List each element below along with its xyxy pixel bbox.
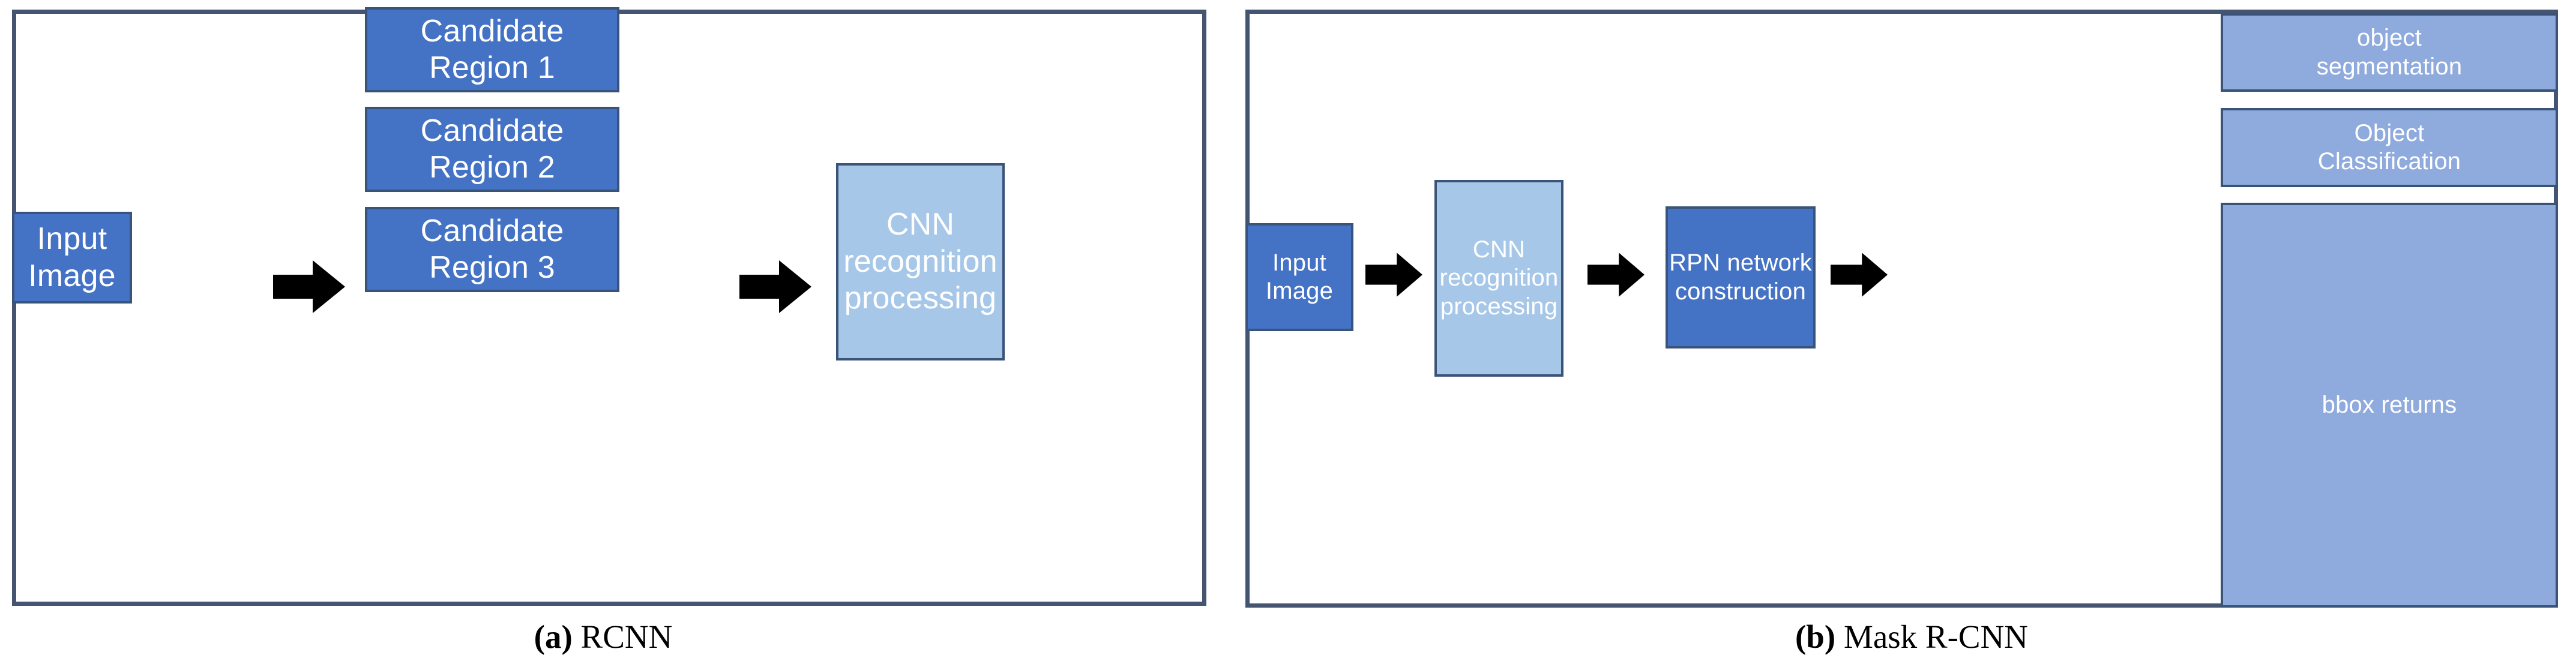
panel-b-node-rpn-network-construction[interactable]: RPN network construction (1666, 206, 1816, 348)
arrow-right-icon (273, 258, 345, 316)
caption-panel-b: (b) Mask R-CNN (1717, 618, 2107, 656)
panel-b-node-object-classification[interactable]: Object Classification (2221, 108, 2558, 187)
caption-panel-b-tag: (b) (1795, 618, 1836, 655)
panel-b-node-object-segmentation[interactable]: object segmentation (2221, 13, 2558, 92)
panel-b-node-bbox-returns[interactable]: bbox returns (2221, 203, 2558, 608)
panel-rcnn (12, 10, 1206, 606)
caption-panel-a-text: RCNN (572, 618, 673, 655)
panel-a-node-candidate-region-3[interactable]: Candidate Region 3 (365, 207, 619, 292)
caption-panel-b-text: Mask R-CNN (1835, 618, 2029, 655)
arrow-right-icon (1831, 251, 1888, 299)
caption-panel-a-tag: (a) (534, 618, 573, 655)
caption-panel-a: (a) RCNN (447, 618, 759, 656)
panel-a-node-candidate-region-2[interactable]: Candidate Region 2 (365, 107, 619, 192)
panel-a-node-input-image[interactable]: Input Image (12, 212, 132, 304)
arrow-right-icon (1365, 251, 1422, 299)
panel-a-node-candidate-region-1[interactable]: Candidate Region 1 (365, 7, 619, 92)
panel-b-node-input-image[interactable]: Input Image (1245, 223, 1353, 331)
arrow-right-icon (739, 258, 811, 316)
arrow-right-icon (1587, 251, 1645, 299)
panel-a-node-cnn-recognition-processing[interactable]: CNN recognition processing (836, 163, 1005, 360)
panel-b-node-cnn-recognition-processing[interactable]: CNN recognition processing (1434, 180, 1563, 377)
